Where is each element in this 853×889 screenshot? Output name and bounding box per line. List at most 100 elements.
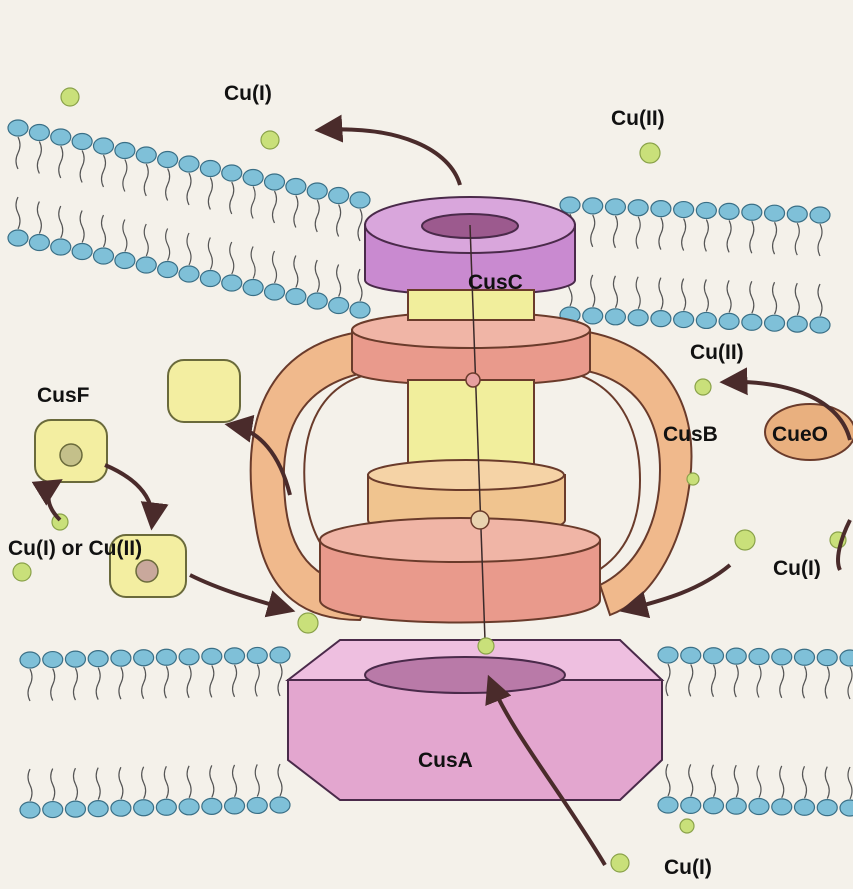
lipid-head: [225, 648, 245, 664]
cusF-chaperone: [35, 420, 107, 482]
cusC-cusB-connector: [408, 290, 534, 320]
lipid-head: [696, 312, 716, 328]
copper-ion: [298, 613, 318, 633]
copper-ion: [735, 530, 755, 550]
lipid-head: [765, 315, 785, 331]
lipid-head: [94, 138, 114, 154]
lipid-head: [749, 649, 769, 665]
lipid-head: [136, 147, 156, 163]
lipid-head: [560, 197, 580, 213]
lipid-head: [72, 244, 92, 260]
lipid-head: [674, 312, 694, 328]
cusB-lower-ring: [320, 518, 600, 623]
lipid-head: [651, 311, 671, 327]
lipid-head: [115, 253, 135, 269]
lipid-head: [286, 179, 306, 195]
lipid-head: [65, 801, 85, 817]
lipid-head: [817, 650, 837, 666]
lipid-head: [719, 203, 739, 219]
lipid-head: [605, 309, 625, 325]
lipid-head: [156, 799, 176, 815]
lipid-head: [134, 800, 154, 816]
lipid-head: [704, 798, 724, 814]
lipid-head: [20, 802, 40, 818]
lipid-head: [286, 289, 306, 305]
lipid-head: [787, 316, 807, 332]
copper-ion: [261, 131, 279, 149]
lipid-head: [29, 235, 49, 251]
lipid-head: [350, 302, 370, 318]
lipid-head: [742, 314, 762, 330]
lipid-head: [749, 799, 769, 815]
lipid-head: [88, 651, 108, 667]
lipid-head: [202, 798, 222, 814]
lipid-head: [156, 649, 176, 665]
label-cu2-top: Cu(II): [611, 108, 665, 129]
lipid-head: [225, 798, 245, 814]
lipid-head: [51, 129, 71, 145]
lipid-head: [719, 313, 739, 329]
lipid-head: [350, 192, 370, 208]
lipid-head: [583, 198, 603, 214]
copper-ion: [13, 563, 31, 581]
lipid-head: [704, 648, 724, 664]
lipid-head: [772, 649, 792, 665]
lipid-head: [787, 206, 807, 222]
lipid-head: [681, 797, 701, 813]
lipid-head: [179, 156, 199, 172]
copper-binding-site: [471, 511, 489, 529]
cusA-pump: [288, 640, 662, 800]
lipid-head: [726, 798, 746, 814]
copper-binding-site: [466, 373, 480, 387]
lipid-head: [658, 797, 678, 813]
lipid-head: [270, 647, 290, 663]
lipid-head: [628, 310, 648, 326]
lipid-head: [265, 284, 285, 300]
lipid-head: [111, 800, 131, 816]
lipid-head: [583, 308, 603, 324]
label-cueO: CueO: [772, 424, 828, 445]
label-cu1-or-cu2: Cu(I) or Cu(II): [8, 538, 142, 559]
label-cu2-right: Cu(II): [690, 342, 744, 363]
lipid-head: [8, 120, 28, 136]
lipid-head: [200, 161, 220, 177]
label-cu1-right: Cu(I): [773, 558, 853, 579]
lipid-head: [158, 152, 178, 168]
copper-ion: [640, 143, 660, 163]
lipid-head: [247, 647, 267, 663]
lipid-head: [329, 188, 349, 204]
lipid-head: [265, 174, 285, 190]
lipid-head: [158, 262, 178, 278]
lipid-head: [43, 652, 63, 668]
lipid-head: [134, 650, 154, 666]
label-cusF: CusF: [37, 385, 90, 406]
lipid-head: [772, 799, 792, 815]
lipid-head: [243, 280, 263, 296]
lipid-head: [329, 298, 349, 314]
lipid-head: [696, 202, 716, 218]
lipid-head: [810, 207, 830, 223]
copper-ion: [680, 819, 694, 833]
lipid-head: [840, 800, 853, 816]
label-cu1-top: Cu(I): [224, 83, 272, 104]
lipid-head: [840, 650, 853, 666]
lipid-head: [307, 183, 327, 199]
lipid-head: [726, 648, 746, 664]
copper-ion: [695, 379, 711, 395]
lipid-head: [605, 199, 625, 215]
lipid-head: [88, 801, 108, 817]
copper-ion: [61, 88, 79, 106]
lipid-head: [20, 652, 40, 668]
cusF-empty: [168, 360, 240, 422]
lipid-head: [65, 651, 85, 667]
label-cusB: CusB: [663, 424, 718, 445]
lipid-head: [810, 317, 830, 333]
lipid-head: [8, 230, 28, 246]
label-cu1-bottom: Cu(I): [664, 857, 712, 878]
label-cusA: CusA: [418, 750, 473, 771]
label-cusC: CusC: [468, 272, 523, 293]
lipid-head: [681, 647, 701, 663]
copper-ion: [687, 473, 699, 485]
lipid-head: [817, 800, 837, 816]
lipid-head: [247, 797, 267, 813]
